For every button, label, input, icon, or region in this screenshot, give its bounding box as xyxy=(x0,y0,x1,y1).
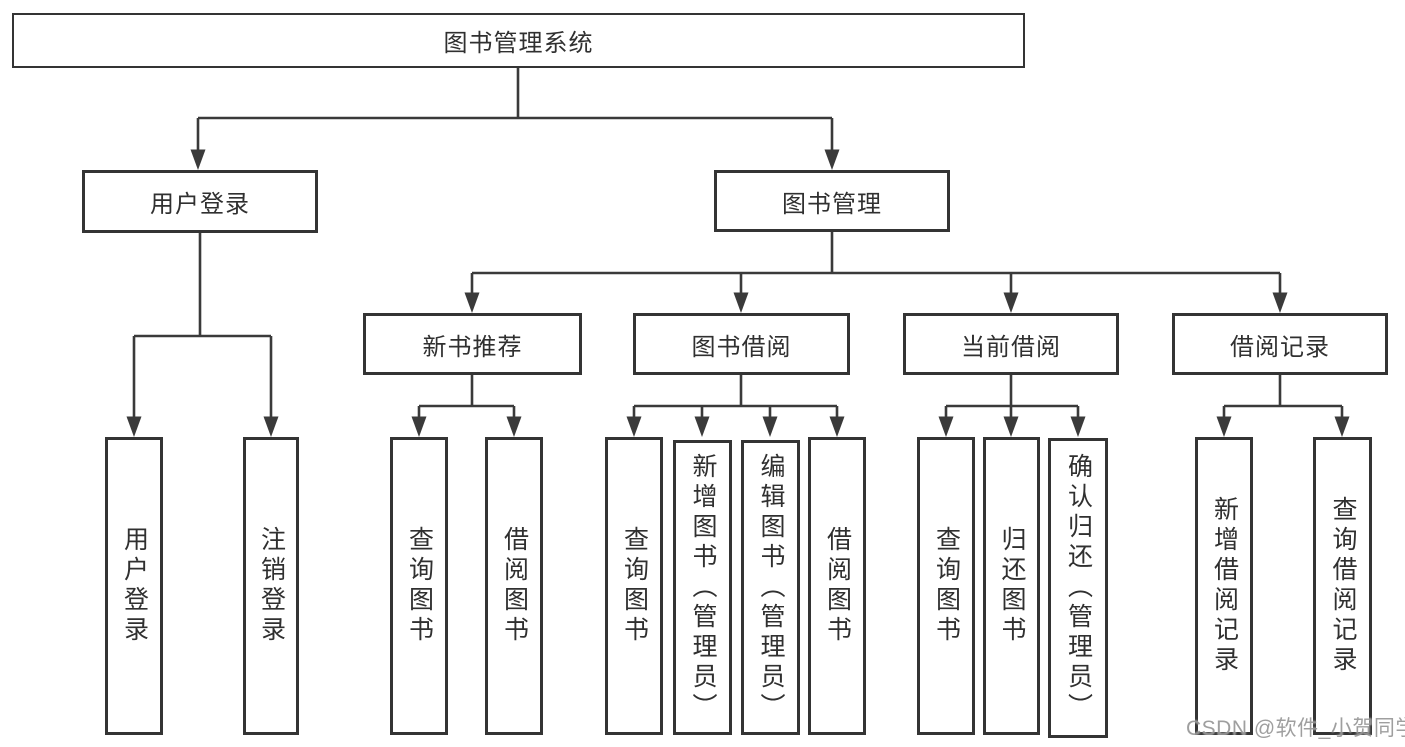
leaf-add-borrow-record-label: 新增借阅记录 xyxy=(1210,496,1239,676)
leaf-query-books-recommend: 查询图书 xyxy=(390,437,448,735)
leaf-query-books-borrow: 查询图书 xyxy=(605,437,663,735)
node-current-borrow: 当前借阅 xyxy=(903,313,1119,375)
leaf-confirm-return-admin: 确认归还（管理员） xyxy=(1048,438,1108,738)
leaf-return-books-label: 归还图书 xyxy=(998,526,1026,646)
leaf-edit-book-admin-label: 编辑图书（管理员） xyxy=(757,452,785,723)
node-new-book-recommend-label: 新书推荐 xyxy=(422,333,523,361)
leaf-query-books-current: 查询图书 xyxy=(917,437,975,735)
leaf-add-book-admin: 新增图书（管理员） xyxy=(673,440,732,735)
leaf-borrow-books-label: 借阅图书 xyxy=(823,526,852,646)
node-current-borrow-label: 当前借阅 xyxy=(961,333,1061,361)
node-book-management: 图书管理 xyxy=(714,170,950,232)
node-book-borrow-label: 图书借阅 xyxy=(691,333,792,361)
node-root-system: 图书管理系统 xyxy=(12,13,1025,68)
node-borrow-records-label: 借阅记录 xyxy=(1230,333,1330,361)
leaf-query-borrow-record: 查询借阅记录 xyxy=(1313,437,1372,735)
leaf-add-borrow-record: 新增借阅记录 xyxy=(1195,437,1253,735)
leaf-add-book-admin-label: 新增图书（管理员） xyxy=(689,452,717,723)
leaf-return-books: 归还图书 xyxy=(983,437,1040,735)
leaf-confirm-return-admin-label: 确认归还（管理员） xyxy=(1064,453,1093,723)
node-book-management-label: 图书管理 xyxy=(782,190,882,218)
node-user-login-label: 用户登录 xyxy=(150,191,250,218)
node-user-login: 用户登录 xyxy=(82,170,318,233)
leaf-query-borrow-record-label: 查询借阅记录 xyxy=(1329,496,1357,676)
leaf-borrow-books: 借阅图书 xyxy=(808,437,866,735)
leaf-borrow-books-recommend: 借阅图书 xyxy=(485,437,543,735)
leaf-user-login: 用户登录 xyxy=(105,437,163,735)
leaf-query-books-borrow-label: 查询图书 xyxy=(620,526,649,646)
leaf-borrow-books-recommend-label: 借阅图书 xyxy=(500,526,529,646)
leaf-logout-label: 注销登录 xyxy=(257,526,286,646)
leaf-user-login-label: 用户登录 xyxy=(120,526,149,646)
node-root-label: 图书管理系统 xyxy=(443,30,594,57)
node-new-book-recommend: 新书推荐 xyxy=(363,313,582,375)
csdn-watermark: CSDN @软件_小贺同学 xyxy=(1186,717,1405,740)
node-borrow-records: 借阅记录 xyxy=(1172,313,1388,375)
leaf-logout: 注销登录 xyxy=(243,437,299,735)
leaf-edit-book-admin: 编辑图书（管理员） xyxy=(741,440,800,735)
leaf-query-books-current-label: 查询图书 xyxy=(932,526,961,646)
node-book-borrow: 图书借阅 xyxy=(633,313,850,375)
leaf-query-books-recommend-label: 查询图书 xyxy=(405,526,434,646)
